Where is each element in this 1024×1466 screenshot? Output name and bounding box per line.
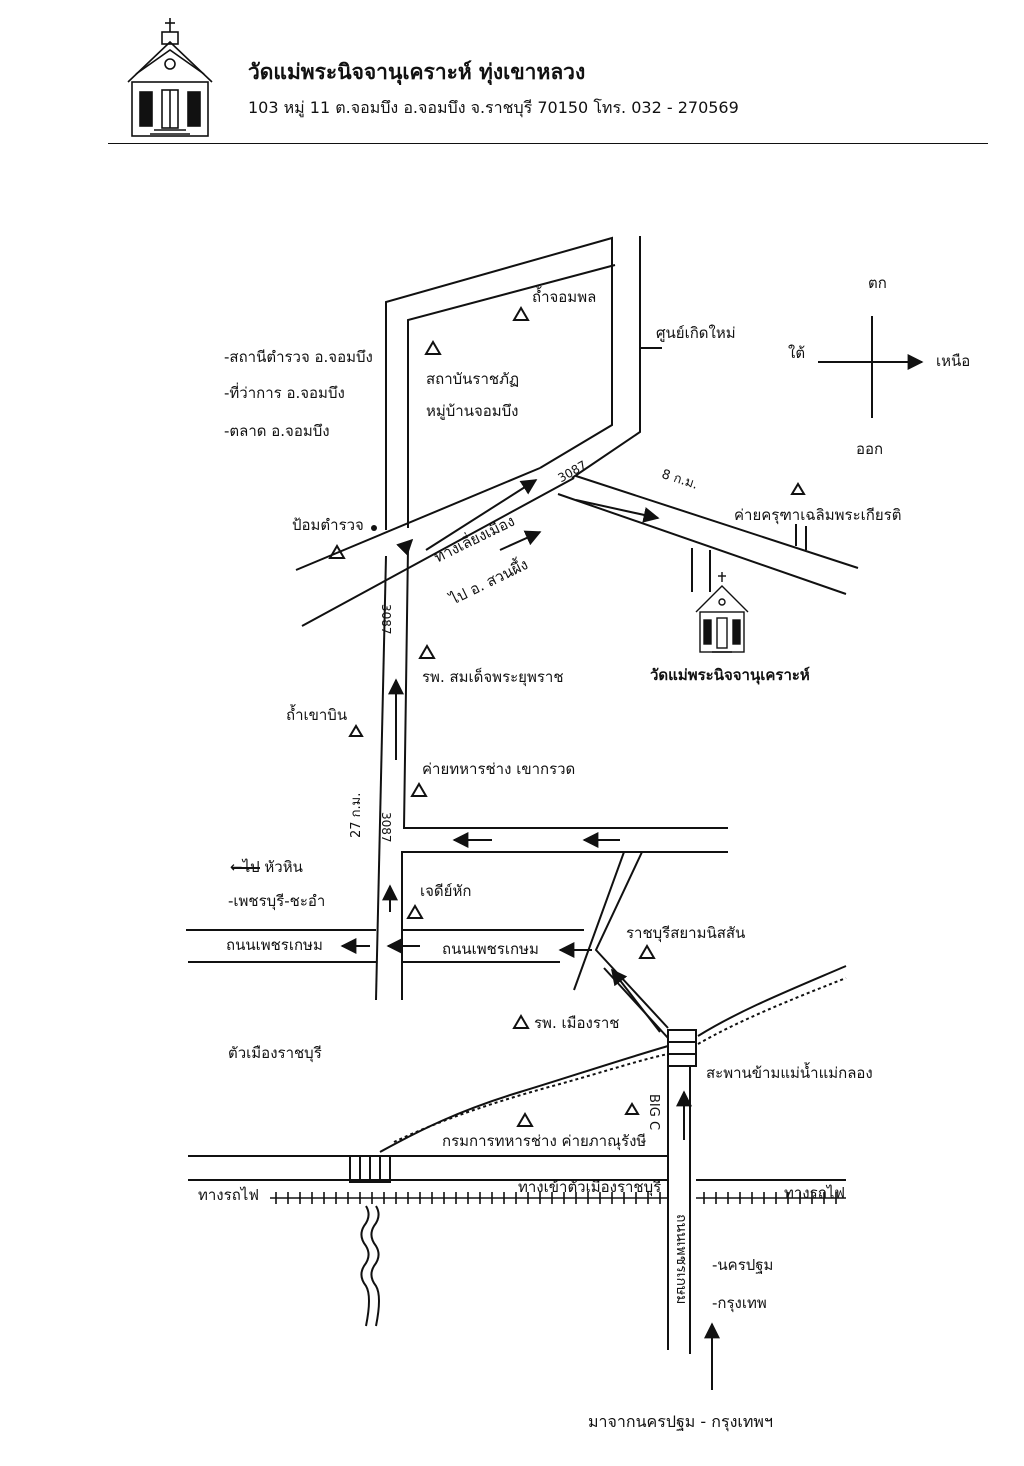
label-hospital-mueang: รพ. เมืองราช [534,1014,620,1032]
compass-label-top: ตก [868,274,887,292]
landmark-icon-cave [348,724,364,737]
arrow-bypass [425,479,538,551]
arrow-suan-phueng [499,530,542,551]
label-town-entrance: ทางเข้าตัวเมืองราชบุรี [518,1178,662,1196]
road-to-church-south [557,493,847,595]
landmark-icon-camp-karuna [790,482,806,495]
bridge-mae-klong [667,1029,697,1067]
label-engineer-dept: กรมการทหารช่าง ค่ายภาณุรังษี [442,1132,647,1150]
landmark-icon-siam-nissan [638,944,656,959]
railway-ties [275,1192,837,1204]
landmark-icon-big-c [624,1102,640,1115]
compass-label-bottom: ออก [856,440,884,458]
road-loop-east [571,236,641,479]
label-hospital-somdet: รพ. สมเด็จพระยุพราช [422,668,564,686]
label-institute-1: สถาบันราชภัฏ [426,370,520,388]
landmark-icon-tham-jom-phon [512,306,530,321]
road-diag-west [573,851,625,991]
road-3087-west [375,555,387,1001]
label-phetkasem-right: ถนนเพชรเกษม [442,940,539,958]
address-line: 103 หมู่ 11 ต.จอมบึง อ.จอมบึง จ.ราชบุรี … [248,98,739,117]
arrow-to-church [575,499,660,523]
landmark-icon-police-box [328,544,346,559]
police-box-marker [371,525,377,531]
road-to-church-north [575,475,859,569]
label-newborn-center: ศูนย์เกิดใหม่ [656,324,736,342]
river-south-2 [370,1205,380,1327]
compass-label-right: เหนือ [936,352,971,370]
church-icon [127,18,213,137]
label-town: ตัวเมืองราชบุรี [228,1044,322,1062]
road-3087-east [402,547,728,829]
label-ratchaburi-siam: ราชบุรีสยามนิสสัน [626,924,746,942]
label-police-box: ป้อมตำรวจ [292,516,364,534]
road-loop-outer [385,236,613,530]
road-bypass-south [301,477,575,627]
landmark-icon-camp-engineer [410,782,428,797]
label-district-2: -ที่ว่าการ อ.จอมบึง [224,384,345,402]
arrow-3087-north-3 [396,538,414,556]
label-to-hua-hin: ←ไป หัวหิน [230,858,303,876]
road-bypass-north [295,467,541,571]
label-phetkasem-left: ถนนเพชรเกษม [226,936,323,954]
label-nakhon-pathom: -นครปฐม [712,1256,774,1274]
label-camp-karuna: ค่ายครุฑาเฉลิมพระเกียรติ [734,506,902,524]
label-big-c: BIG C [646,1094,661,1131]
label-district-3: -ตลาด อ.จอมบึง [224,422,330,440]
label-km-27: 27 ก.ม. [349,792,364,838]
river-south [360,1205,370,1327]
label-bangkok: -กรุงเทพ [712,1294,767,1312]
label-tham-jom-phon: ถ้ำจอมพล [532,288,597,306]
label-district-1: -สถานีตำรวจ อ.จอมบึง [224,348,373,366]
river-mae-klong-2 [393,1053,669,1143]
label-phetkasem-vertical: ถนนเพชรเกษม [673,1214,689,1305]
label-railway-left: ทางรถไฟ [198,1186,259,1204]
label-road-3087-c: 3087 [379,812,393,843]
arrow-diag-north [611,968,661,1033]
label-camp-engineer: ค่ายทหารช่าง เขากรวด [422,760,576,778]
label-chedi-hak: เจดีย์หัก [420,882,472,900]
label-bridge: สะพานข้ามแม่น้ำแม่กลอง [706,1064,873,1082]
label-cave-left: ถ้ำเขาบิน [286,706,348,724]
river-upper-2 [697,977,847,1045]
landmark-icon-chedi [406,904,424,919]
label-institute-2: หมู่บ้านจอมบึง [426,402,519,420]
page-title: วัดแม่พระนิจจานุเคราะห์ ทุ่งเขาหลวง [248,60,586,84]
church-map-icon [695,572,749,653]
landmark-icon-engineer-dept [516,1112,534,1127]
label-church-name: วัดแม่พระนิจจานุเคราะห์ [650,666,810,684]
road-diag-east [594,851,669,1029]
label-phetchaburi: -เพชรบุรี-ชะอำ [228,892,326,910]
header-divider [108,143,988,144]
label-from-bangkok: มาจากนครปฐม - กรุงเทพฯ [588,1412,773,1431]
river-upper [697,965,847,1037]
road-loop-inner [407,264,616,528]
label-railway-right: ทางรถไฟ [784,1184,845,1202]
label-road-3087-b: 3087 [379,604,393,635]
landmark-icon-hospital [418,644,436,659]
header: วัดแม่พระนิจจานุเคราะห์ ทุ่งเขาหลวง 103 … [0,0,1024,150]
compass-label-left: ใต้ [788,344,806,362]
landmark-icon-institute [424,340,442,355]
landmark-icon-hospital-mueang [512,1014,530,1029]
